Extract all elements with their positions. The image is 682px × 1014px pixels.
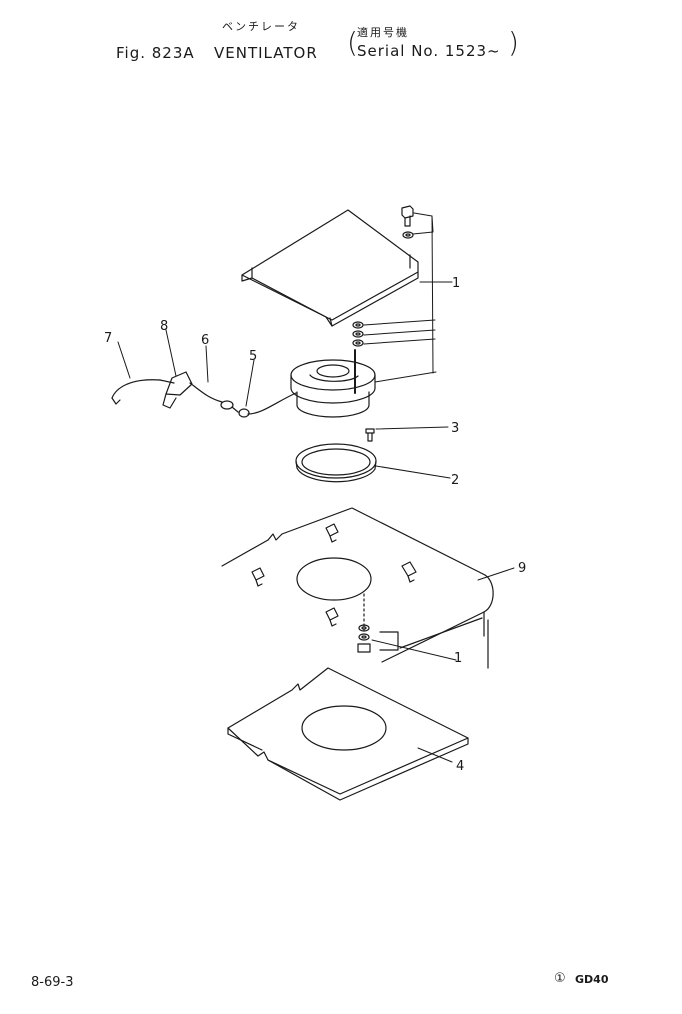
callout-1-top: 1 bbox=[452, 276, 460, 291]
callout-2: 2 bbox=[451, 473, 459, 488]
open-paren: ( bbox=[347, 26, 359, 59]
callout-9: 9 bbox=[518, 561, 526, 576]
figure-number: Fig. 823A bbox=[116, 44, 195, 62]
bolt-top bbox=[401, 205, 414, 239]
mounting-ring bbox=[295, 443, 377, 483]
page-reference: 8-69-3 bbox=[31, 975, 74, 990]
leader-lines-1a bbox=[363, 212, 453, 383]
fan-motor bbox=[290, 349, 376, 418]
applicable-japanese: 適用号機 bbox=[357, 26, 409, 39]
gasket-plate bbox=[227, 667, 469, 801]
name-japanese: ベンチレータ bbox=[222, 20, 300, 33]
figure-title: VENTILATOR bbox=[214, 44, 318, 62]
leader-lines bbox=[117, 329, 515, 581]
callout-7: 7 bbox=[104, 331, 112, 346]
washers-bottom bbox=[357, 624, 457, 661]
callout-6: 6 bbox=[201, 333, 209, 348]
washer-stack bbox=[352, 321, 364, 347]
ventilator-cover bbox=[241, 209, 419, 327]
model-mark: ① bbox=[554, 971, 566, 986]
callout-8: 8 bbox=[160, 319, 168, 334]
wiring-harness bbox=[111, 371, 297, 418]
callout-3: 3 bbox=[451, 421, 459, 436]
callout-1-bottom: 1 bbox=[454, 651, 462, 666]
callout-5: 5 bbox=[249, 349, 257, 364]
callout-4: 4 bbox=[456, 759, 464, 774]
model-code: GD40 bbox=[575, 973, 609, 986]
close-paren: ) bbox=[508, 26, 520, 59]
bolt-3 bbox=[365, 428, 375, 442]
roof-clips bbox=[251, 523, 417, 627]
serial-range: Serial No. 1523~ bbox=[357, 42, 501, 60]
